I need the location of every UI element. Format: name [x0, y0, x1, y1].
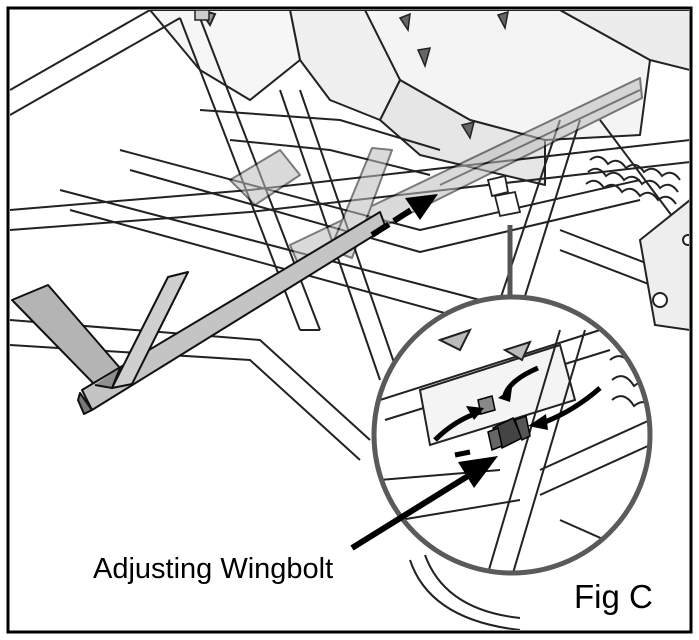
- wingbolt-pointer-arrow: [350, 456, 498, 551]
- spring-right: [585, 155, 681, 205]
- wheel: [409, 554, 521, 630]
- top-bolt: [194, 10, 210, 21]
- callout-label: Adjusting Wingbolt: [93, 553, 334, 585]
- log-stand: [11, 77, 643, 415]
- direction-arrow: [370, 194, 438, 238]
- bolt-bracket: [486, 174, 522, 218]
- right-post: [638, 199, 689, 331]
- figure-label: Fig C: [574, 578, 653, 615]
- frame-beams: [10, 10, 689, 461]
- housing-teeth: [398, 10, 509, 140]
- detail-callout: [371, 294, 653, 576]
- rotation-arrowheads: [466, 388, 548, 430]
